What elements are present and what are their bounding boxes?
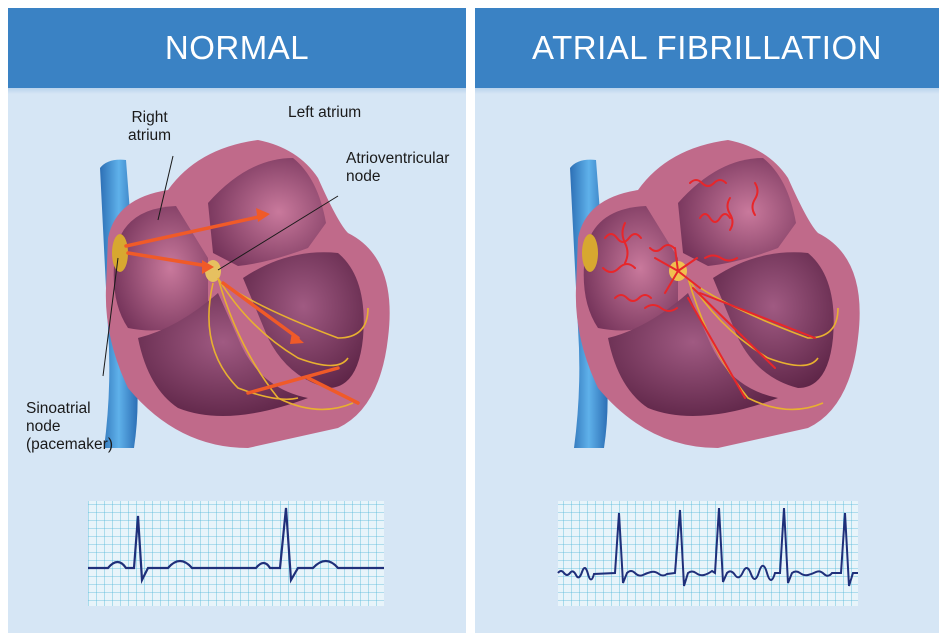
normal-panel: NORMAL (8, 8, 466, 633)
normal-ecg-strip (8, 8, 466, 633)
afib-ecg-strip (475, 8, 939, 633)
afib-panel: ATRIAL FIBRILLATION (475, 8, 939, 633)
